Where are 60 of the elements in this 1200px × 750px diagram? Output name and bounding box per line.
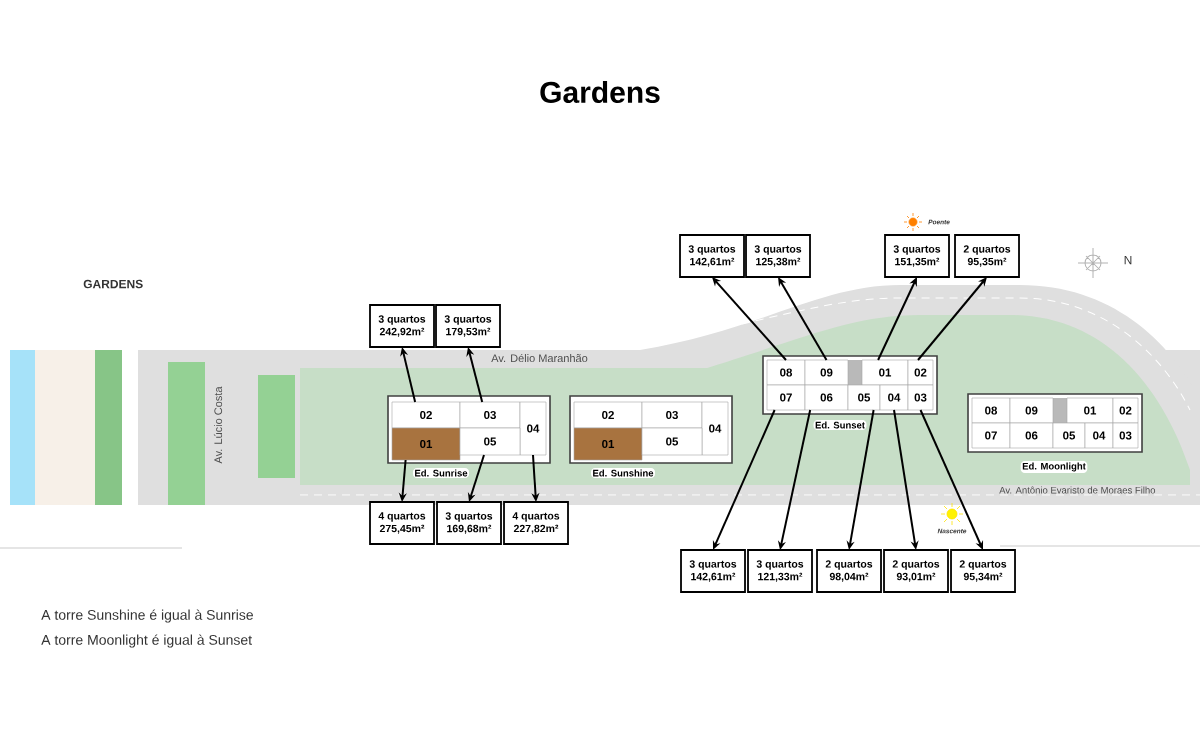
arrow [877, 277, 917, 361]
unit-cell: 05 [641, 427, 703, 456]
unit-cell: 01 [1066, 397, 1114, 424]
unit-cell: 04 [701, 401, 729, 456]
unit-cell: 06 [1009, 422, 1054, 449]
unit-cell: 05 [459, 427, 521, 456]
info-box: 3 quartos 151,35m² [884, 234, 950, 278]
arrow [919, 409, 984, 550]
unit-cell: 01 [573, 427, 643, 461]
unit-cell: 02 [391, 401, 461, 429]
unit-cell: 04 [1084, 422, 1114, 449]
unit-cell: 07 [971, 422, 1011, 449]
unit-cell: 05 [847, 384, 881, 411]
node-label: Ed. Moonlight [1022, 462, 1086, 472]
info-box: 3 quartos 121,33m² [747, 549, 813, 593]
unit-cell: 05 [1052, 422, 1086, 449]
unit-cell: 09 [804, 359, 849, 386]
unit-cell: 03 [1112, 422, 1139, 449]
info-box: 2 quartos 95,35m² [954, 234, 1020, 278]
info-box: 3 quartos 169,68m² [436, 501, 502, 545]
arrow [917, 277, 987, 361]
unit-cell: 03 [459, 401, 521, 429]
unit-cell: 04 [879, 384, 909, 411]
note-text: A torre Sunshine é igual à Sunrise [41, 609, 253, 623]
note-text: A torre Moonlight é igual à Sunset [41, 634, 252, 648]
info-box: 2 quartos 95,34m² [950, 549, 1016, 593]
node-label: Ed. Sunrise [415, 469, 468, 477]
unit-cell: 01 [861, 359, 909, 386]
unit-cell: 04 [519, 401, 547, 456]
street-label: Av. Antônio Evaristo de Moraes Filho [999, 486, 1156, 494]
unit-cell: 02 [1112, 397, 1139, 424]
unit-cell: 03 [907, 384, 934, 411]
info-box: 3 quartos 179,53m² [435, 304, 501, 348]
node-label: Ed. Sunshine [593, 469, 654, 477]
arrow [712, 409, 776, 550]
unit-cell: 02 [907, 359, 934, 386]
title: Gardens [540, 81, 660, 103]
info-box: 2 quartos 93,01m² [883, 549, 949, 593]
info-box: 3 quartos 242,92m² [369, 304, 435, 348]
unit-cell: 06 [804, 384, 849, 411]
unit-cell: 03 [641, 401, 703, 429]
street-label: Av. Lúcio Costa [213, 386, 223, 464]
street-label: Av. Délio Maranhão [491, 353, 588, 363]
info-box: 3 quartos 125,38m² [745, 234, 811, 278]
arrow [778, 277, 828, 361]
unit-cell: 08 [971, 397, 1011, 424]
unit-cell: 07 [766, 384, 806, 411]
unit-cell: 08 [766, 359, 806, 386]
info-box: 2 quartos 98,04m² [816, 549, 882, 593]
node-label: Ed. Sunset [815, 421, 865, 429]
info-box: 4 quartos 275,45m² [369, 501, 435, 545]
info-box: 3 quartos 142,61m² [679, 234, 745, 278]
arrow [712, 277, 787, 361]
map-label: N [1124, 255, 1132, 265]
info-box: 3 quartos 142,61m² [680, 549, 746, 593]
unit-cell: 09 [1009, 397, 1054, 424]
unit-cell: 01 [391, 427, 461, 461]
map-label: GARDENS [83, 279, 143, 289]
info-box: 4 quartos 227,82m² [503, 501, 569, 545]
unit-cell: 02 [573, 401, 643, 429]
